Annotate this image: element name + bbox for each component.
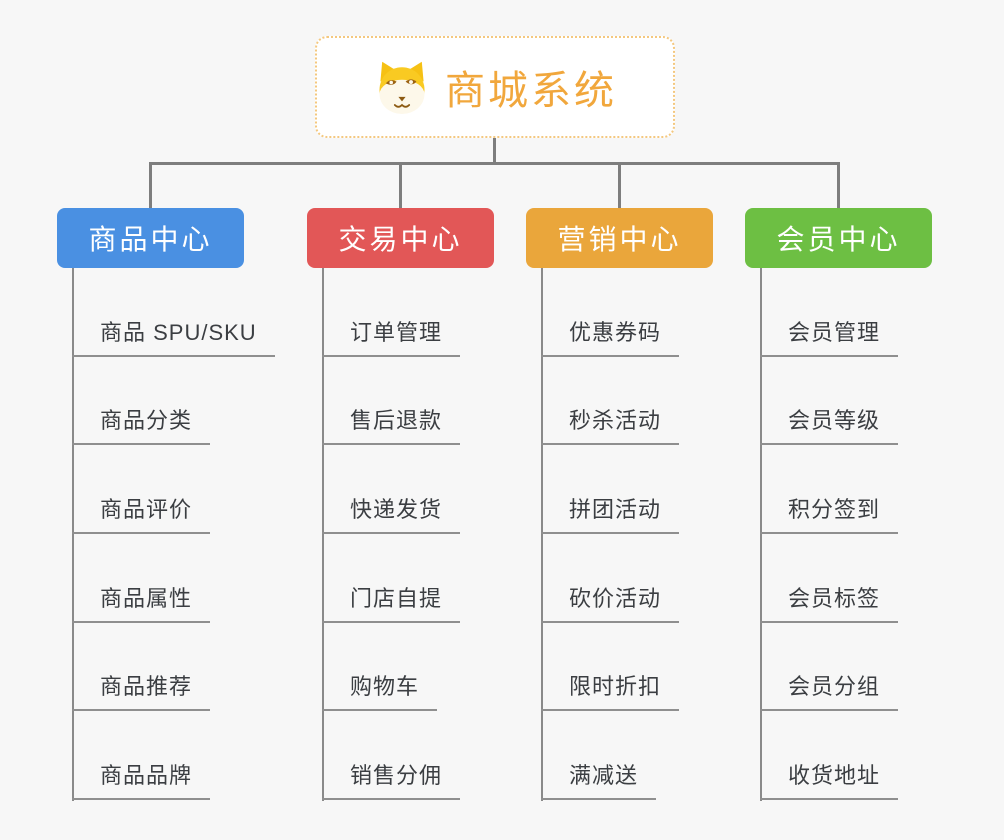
leaf-node[interactable]: 销售分佣 — [322, 711, 461, 801]
leaf-column-member: 会员管理 会员等级 积分签到 会员标签 会员分组 收货地址 — [760, 268, 899, 801]
leaf-node[interactable]: 收货地址 — [760, 711, 899, 801]
connector-spine — [760, 268, 762, 801]
leaf-node[interactable]: 门店自提 — [322, 534, 461, 623]
leaf-node[interactable]: 优惠券码 — [541, 268, 680, 357]
branch-node-marketing-center[interactable]: 营销中心 — [526, 208, 713, 268]
leaf-node[interactable]: 售后退款 — [322, 357, 461, 446]
leaf-node[interactable]: 购物车 — [322, 623, 438, 712]
leaf-node[interactable]: 秒杀活动 — [541, 357, 680, 446]
leaf-node[interactable]: 积分签到 — [760, 445, 899, 535]
leaf-node[interactable]: 拼团活动 — [541, 445, 680, 535]
connector-drop — [149, 164, 152, 210]
connector-spine — [72, 268, 74, 801]
leaf-column-product: 商品 SPU/SKU 商品分类 商品评价 商品属性 商品推荐 商品品牌 — [72, 268, 275, 801]
branch-node-trade-center[interactable]: 交易中心 — [307, 208, 494, 268]
leaf-column-trade: 订单管理 售后退款 快递发货 门店自提 购物车 销售分佣 — [322, 268, 461, 801]
branch-node-product-center[interactable]: 商品中心 — [57, 208, 244, 268]
leaf-node[interactable]: 快递发货 — [322, 445, 461, 535]
leaf-node[interactable]: 满减送 — [541, 711, 657, 801]
leaf-node[interactable]: 会员等级 — [760, 357, 899, 446]
connector-spine — [322, 268, 324, 801]
leaf-column-marketing: 优惠券码 秒杀活动 拼团活动 砍价活动 限时折扣 满减送 — [541, 268, 680, 801]
leaf-node[interactable]: 订单管理 — [322, 268, 461, 357]
connector-drop — [399, 164, 402, 210]
leaf-node[interactable]: 会员标签 — [760, 534, 899, 623]
dog-face-icon — [379, 61, 425, 114]
leaf-node[interactable]: 商品 SPU/SKU — [72, 268, 275, 357]
leaf-node[interactable]: 砍价活动 — [541, 534, 680, 623]
connector-spine — [541, 268, 543, 801]
branch-node-member-center[interactable]: 会员中心 — [745, 208, 932, 268]
connector-drop — [618, 164, 621, 210]
root-title: 商城系统 — [445, 69, 617, 113]
leaf-node[interactable]: 商品评价 — [72, 445, 211, 535]
leaf-node[interactable]: 商品品牌 — [72, 711, 211, 801]
connector-root-stem — [493, 138, 496, 164]
connector-drop — [837, 164, 840, 210]
leaf-node[interactable]: 商品分类 — [72, 357, 211, 446]
leaf-node[interactable]: 限时折扣 — [541, 623, 680, 712]
leaf-node[interactable]: 商品属性 — [72, 534, 211, 623]
connector-horizontal — [149, 162, 840, 165]
leaf-node[interactable]: 会员分组 — [760, 623, 899, 712]
root-node-mall-system[interactable]: 商城系统 — [315, 36, 675, 138]
leaf-node[interactable]: 商品推荐 — [72, 623, 211, 712]
leaf-node[interactable]: 会员管理 — [760, 268, 899, 357]
